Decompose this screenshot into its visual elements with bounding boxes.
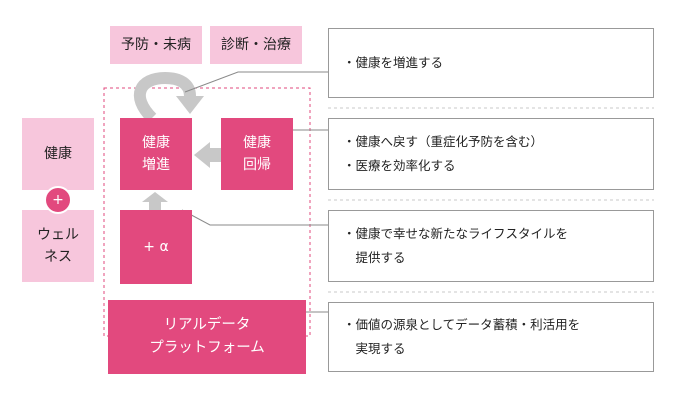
loop-arrow-head-icon <box>176 96 204 114</box>
description-line: ・医療を効率化する <box>343 158 456 173</box>
description-box: ・健康を増進する <box>328 28 654 98</box>
health-promotion-label: 健康 増進 <box>142 134 170 173</box>
left-arrow-head-icon <box>194 142 210 168</box>
health-box: 健康 <box>22 118 94 190</box>
cycle-dashed-frame <box>103 87 311 337</box>
plus-label: + <box>52 192 64 208</box>
diagnosis-tag: 診断・治療 <box>210 26 302 64</box>
plus-circle-icon: + <box>44 186 72 214</box>
description-line: ・健康で幸せな新たなライフスタイルを <box>343 226 569 242</box>
data-platform-box: リアルデータ プラットフォーム <box>108 300 306 374</box>
health-promotion-box: 健康 増進 <box>120 118 192 190</box>
description-line: ・価値の源泉としてデータ蓄積・利活用を <box>343 317 581 333</box>
wellness-label: ウェル ネス <box>37 226 79 265</box>
health-recovery-label: 健康 回帰 <box>243 134 271 173</box>
diagnosis-tag-label: 診断・治療 <box>221 36 291 53</box>
plus-alpha-box: + α <box>120 210 192 284</box>
description-line: ・健康へ戻す（重症化予防を含む） <box>343 134 544 150</box>
description-box: ・健康で幸せな新たなライフスタイルを 提供する <box>328 210 654 282</box>
up-arrow-shaft <box>149 200 161 212</box>
wellness-box: ウェル ネス <box>22 210 94 282</box>
prevention-tag-label: 予防・未病 <box>121 36 191 53</box>
up-arrow-head-icon <box>142 192 168 202</box>
description-box: ・健康へ戻す（重症化予防を含む） ・医療を効率化する <box>328 118 654 190</box>
data-platform-label: リアルデータ プラットフォーム <box>149 316 265 356</box>
health-label: 健康 <box>44 145 72 162</box>
description-box: ・価値の源泉としてデータ蓄積・利活用を 実現する <box>328 302 654 372</box>
description-line: 実現する <box>343 341 406 356</box>
connector-line <box>181 209 328 226</box>
loop-arrow-icon <box>134 71 196 123</box>
plus-alpha-label: + α <box>143 238 169 255</box>
connector-line <box>184 71 328 93</box>
prevention-tag: 予防・未病 <box>110 26 202 64</box>
description-line: 提供する <box>343 250 406 265</box>
description-line: ・健康を増進する <box>343 55 444 71</box>
health-recovery-box: 健康 回帰 <box>221 118 293 190</box>
